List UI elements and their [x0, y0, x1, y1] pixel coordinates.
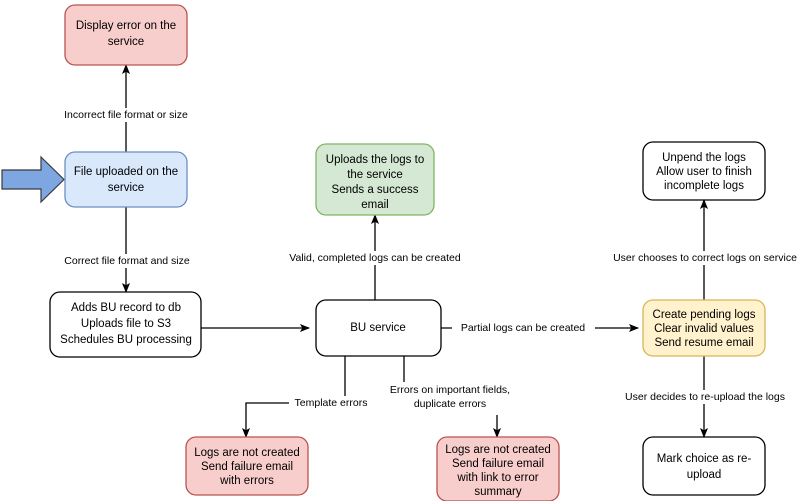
node-label-line: Schedules BU processing — [60, 334, 192, 346]
node-adds-bu-record-to-db[interactable]: Adds BU record to db Uploads file to S3 … — [49, 291, 202, 358]
node-mark-choice-as-re-upload[interactable]: Mark choice as re- upload — [642, 436, 766, 496]
node-label-line: the service — [347, 169, 403, 181]
node-label-line: service — [108, 36, 144, 48]
edge-label-template-errors: Template errors — [295, 397, 368, 409]
node-logs-are-not-created-with-link-to-error-summary[interactable]: Logs are not created Send failure email … — [436, 436, 560, 501]
node-label-line: File uploaded on the — [74, 166, 178, 178]
edge-user-chooses-to-correct-logs-on-service: User chooses to correct logs on service — [608, 199, 801, 300]
edge-partial-logs-can-be-created: Partial logs can be created — [441, 321, 639, 335]
edge-label-partial-logs-can-be-created: Partial logs can be created — [461, 322, 585, 334]
node-label-line: Logs are not created — [194, 447, 300, 459]
edge-label-correct-file-format-and-size: Correct file format and size — [64, 255, 190, 267]
node-label-line: Send failure email — [452, 458, 544, 470]
edge-valid-completed-logs-can-be-created: Valid, completed logs can be created — [283, 214, 468, 300]
node-label-line: Unpend the logs — [662, 152, 746, 164]
edge-user-decides-to-re-upload-the-logs: User decides to re-upload the logs — [617, 356, 793, 438]
node-label-line: with errors — [219, 475, 274, 487]
node-uploads-the-logs-to-the-service[interactable]: Uploads the logs to the service Sends a … — [315, 143, 435, 216]
node-display-error-on-the-service[interactable]: Display error on the service — [64, 4, 188, 66]
edge-errors-on-important-fields: Errors on important fields, duplicate er… — [390, 356, 577, 438]
node-label-line: service — [108, 182, 144, 194]
node-label-line: Logs are not created — [445, 444, 551, 456]
edge-label-incorrect-file-format-or-size: Incorrect file format or size — [64, 109, 188, 121]
node-label-line: Send resume email — [654, 337, 753, 349]
node-label-line: Send failure email — [201, 461, 293, 473]
node-label-line: Uploads the logs to — [326, 154, 424, 166]
node-label-line: email — [361, 199, 388, 211]
edge-label-user-decides-to-re-upload-the-logs: User decides to re-upload the logs — [625, 391, 785, 403]
edge-template-errors: Template errors — [242, 356, 371, 438]
entry-block-arrow — [1, 155, 65, 204]
node-label-line: BU service — [350, 322, 406, 334]
node-label-line: Create pending logs — [653, 309, 756, 321]
node-label-line: incomplete logs — [664, 180, 744, 192]
node-label-line: summary — [474, 486, 522, 498]
node-label-line: upload — [687, 469, 722, 481]
node-file-uploaded-on-the-service[interactable]: File uploaded on the service — [64, 151, 188, 208]
node-label-line: Allow user to finish — [656, 166, 752, 178]
edge-correct-file-format-and-size: Correct file format and size — [54, 207, 200, 293]
node-label-line: Display error on the — [76, 20, 176, 32]
node-label-line: with link to error — [456, 472, 538, 484]
node-bu-service[interactable]: BU service — [315, 299, 442, 357]
edge-incorrect-file-format-or-size: Incorrect file format or size — [54, 64, 198, 152]
node-label-line: Clear invalid values — [654, 323, 754, 335]
node-label-line: Mark choice as re- — [657, 453, 752, 465]
edge-label-duplicate-errors: duplicate errors — [414, 398, 486, 410]
node-label-line: Sends a success — [332, 184, 419, 196]
node-logs-are-not-created-with-errors[interactable]: Logs are not created Send failure email … — [185, 436, 309, 496]
node-create-pending-logs[interactable]: Create pending logs Clear invalid values… — [642, 299, 766, 357]
edge-label-errors-on-important-fields: Errors on important fields, — [390, 384, 510, 396]
edge-label-user-chooses-to-correct-logs-on-service: User chooses to correct logs on service — [613, 252, 797, 264]
node-label-line: Adds BU record to db — [71, 302, 181, 314]
edge-label-valid-completed-logs-can-be-created: Valid, completed logs can be created — [289, 252, 461, 264]
node-unpend-the-logs[interactable]: Unpend the logs Allow user to finish inc… — [642, 141, 766, 201]
node-label-line: Uploads file to S3 — [81, 318, 171, 330]
